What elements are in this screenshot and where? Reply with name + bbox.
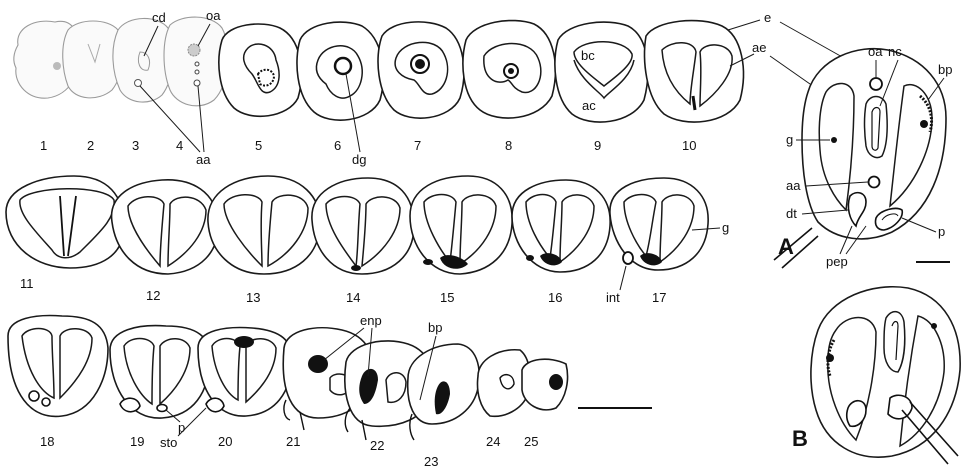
panel-a-outline — [802, 49, 946, 239]
section-number: 24 — [486, 434, 500, 449]
section-number: 25 — [524, 434, 538, 449]
section-20-mark — [234, 336, 254, 348]
section-number: 5 — [255, 138, 262, 153]
section-number: 18 — [40, 434, 54, 449]
section-19-loop — [120, 398, 140, 412]
section-15-mark — [423, 259, 433, 265]
panel-b-g-dot — [931, 323, 937, 329]
label-oa-panel-a: oa — [868, 44, 883, 59]
panel-b-label: B — [792, 426, 808, 451]
label-sto: sto — [160, 435, 177, 450]
section-number: 19 — [130, 434, 144, 449]
section-number: 20 — [218, 434, 232, 449]
label-dg: dg — [352, 152, 366, 167]
label-ac: ac — [582, 98, 596, 113]
section-number: 21 — [286, 434, 300, 449]
section-4-dot — [195, 70, 199, 74]
label-aa: aa — [196, 152, 211, 167]
label-bp-panel-a: bp — [938, 62, 952, 77]
panel-a-label: A — [778, 234, 794, 259]
section-19-p — [157, 405, 167, 412]
section-7-core — [415, 59, 425, 69]
section-8-core — [508, 68, 514, 74]
row-2-sections — [6, 176, 708, 274]
section-number: 9 — [594, 138, 601, 153]
section-number: 15 — [440, 290, 454, 305]
section-number: 6 — [334, 138, 341, 153]
panel-b-outline — [811, 287, 960, 457]
label-p-panel-a: p — [938, 224, 945, 239]
label-bc: bc — [581, 48, 595, 63]
leader-e-10 — [728, 20, 760, 30]
panel-a-aa — [869, 177, 880, 188]
panel-a-g-dot — [831, 137, 837, 143]
label-enp: enp — [360, 313, 382, 328]
panel-a-oa — [870, 78, 882, 90]
section-number: 12 — [146, 288, 160, 303]
panel-b-pep — [888, 395, 912, 419]
section-9 — [555, 22, 648, 122]
section-3-aa-dot — [135, 80, 142, 87]
panel-b-drawing — [811, 287, 960, 464]
label-nc: nc — [888, 44, 902, 59]
section-4-aa-dot — [194, 80, 200, 86]
section-21-enp — [308, 355, 328, 373]
label-ae: ae — [752, 40, 766, 55]
section-20-sto — [206, 398, 224, 412]
section-17-int — [623, 252, 633, 264]
leader-p-panel-a — [902, 218, 936, 232]
section-number: 1 — [40, 138, 47, 153]
section-number: 2 — [87, 138, 94, 153]
row-1-sections — [14, 17, 744, 122]
section-number: 10 — [682, 138, 696, 153]
section-number: 4 — [176, 138, 183, 153]
label-e: e — [764, 10, 771, 25]
label-bp-row3: bp — [428, 320, 442, 335]
label-aa-panel-a: aa — [786, 178, 801, 193]
panel-b-bp-dot — [826, 354, 834, 362]
row-3-sections — [8, 316, 568, 440]
section-25-mark — [549, 374, 563, 390]
leader-int — [620, 266, 626, 290]
section-18 — [8, 316, 108, 417]
section-16-mark — [526, 255, 534, 261]
section-4-dot — [195, 62, 199, 66]
label-g-panel-a: g — [786, 132, 793, 147]
label-pep: pep — [826, 254, 848, 269]
leader-e-A — [780, 22, 844, 58]
section-18-loop — [42, 398, 50, 406]
section-18-loop — [29, 391, 39, 401]
section-1-spot — [53, 62, 61, 70]
section-number: 22 — [370, 438, 384, 453]
label-g: g — [722, 220, 729, 235]
section-number: 13 — [246, 290, 260, 305]
section-number: 8 — [505, 138, 512, 153]
section-number: 14 — [346, 290, 360, 305]
section-number: 16 — [548, 290, 562, 305]
panel-a-bp-dot — [920, 120, 928, 128]
section-number: 11 — [20, 276, 34, 291]
section-13 — [208, 176, 320, 274]
section-number: 3 — [132, 138, 139, 153]
label-int: int — [606, 290, 620, 305]
section-6-dg-ring — [335, 58, 351, 74]
label-cd: cd — [152, 10, 166, 25]
section-10-mark — [693, 96, 695, 110]
section-number: 7 — [414, 138, 421, 153]
section-11 — [6, 176, 124, 268]
section-number: 17 — [652, 290, 666, 305]
section-5 — [219, 24, 302, 116]
section-number: 23 — [424, 454, 438, 469]
label-oa: oa — [206, 8, 221, 23]
section-14-mark — [351, 265, 361, 271]
label-dt: dt — [786, 206, 797, 221]
